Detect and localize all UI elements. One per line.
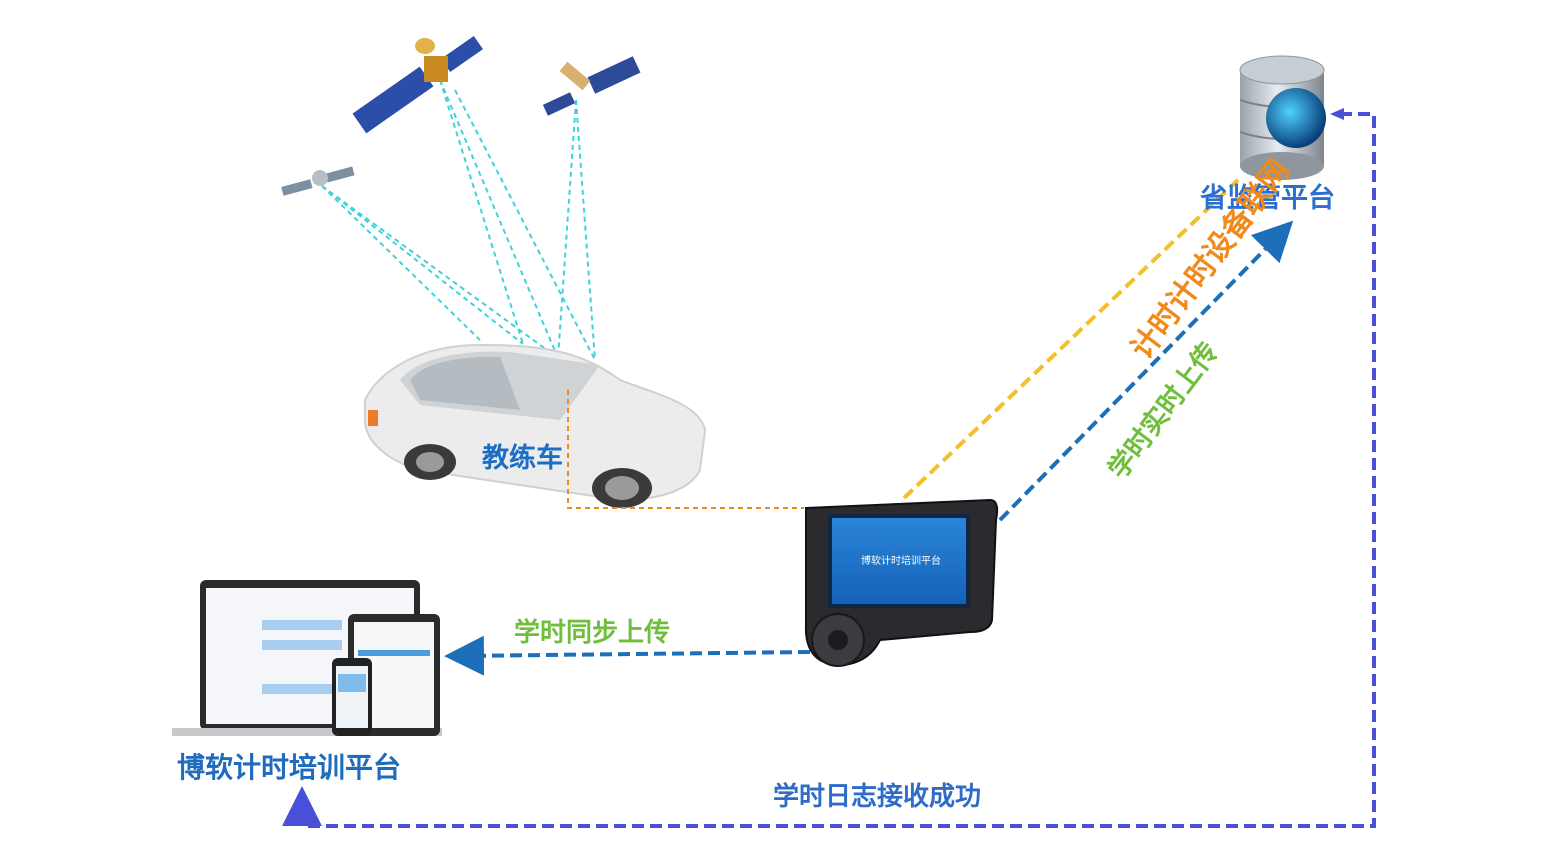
- car-icon: [364, 343, 707, 508]
- phone-icon: [332, 658, 372, 736]
- log-received-label: 学时日志接收成功: [773, 782, 982, 812]
- log-return-arrowhead: [1330, 108, 1344, 120]
- satellite-links: [321, 79, 596, 361]
- realtime-upload-arrow: [998, 220, 1294, 522]
- car-device-link: [567, 390, 804, 509]
- satellite-icon: [281, 166, 355, 196]
- car-label: 教练车: [482, 443, 563, 474]
- device-province-link: [902, 178, 1240, 500]
- training-platform-label: 博软计时培训平台: [177, 751, 402, 784]
- database-icon: [1239, 55, 1326, 180]
- province-platform-label: 省监管平台: [1200, 183, 1335, 214]
- sync-upload-arrow: [444, 635, 811, 676]
- satellite-icon: [542, 56, 641, 116]
- terminal-device-icon: [804, 498, 999, 667]
- device-screen-title: 博软计时培训平台: [861, 556, 941, 567]
- sync-upload-label: 学时同步上传: [514, 618, 671, 648]
- satellite-icon: [352, 35, 483, 134]
- log-return-path: [282, 112, 1376, 828]
